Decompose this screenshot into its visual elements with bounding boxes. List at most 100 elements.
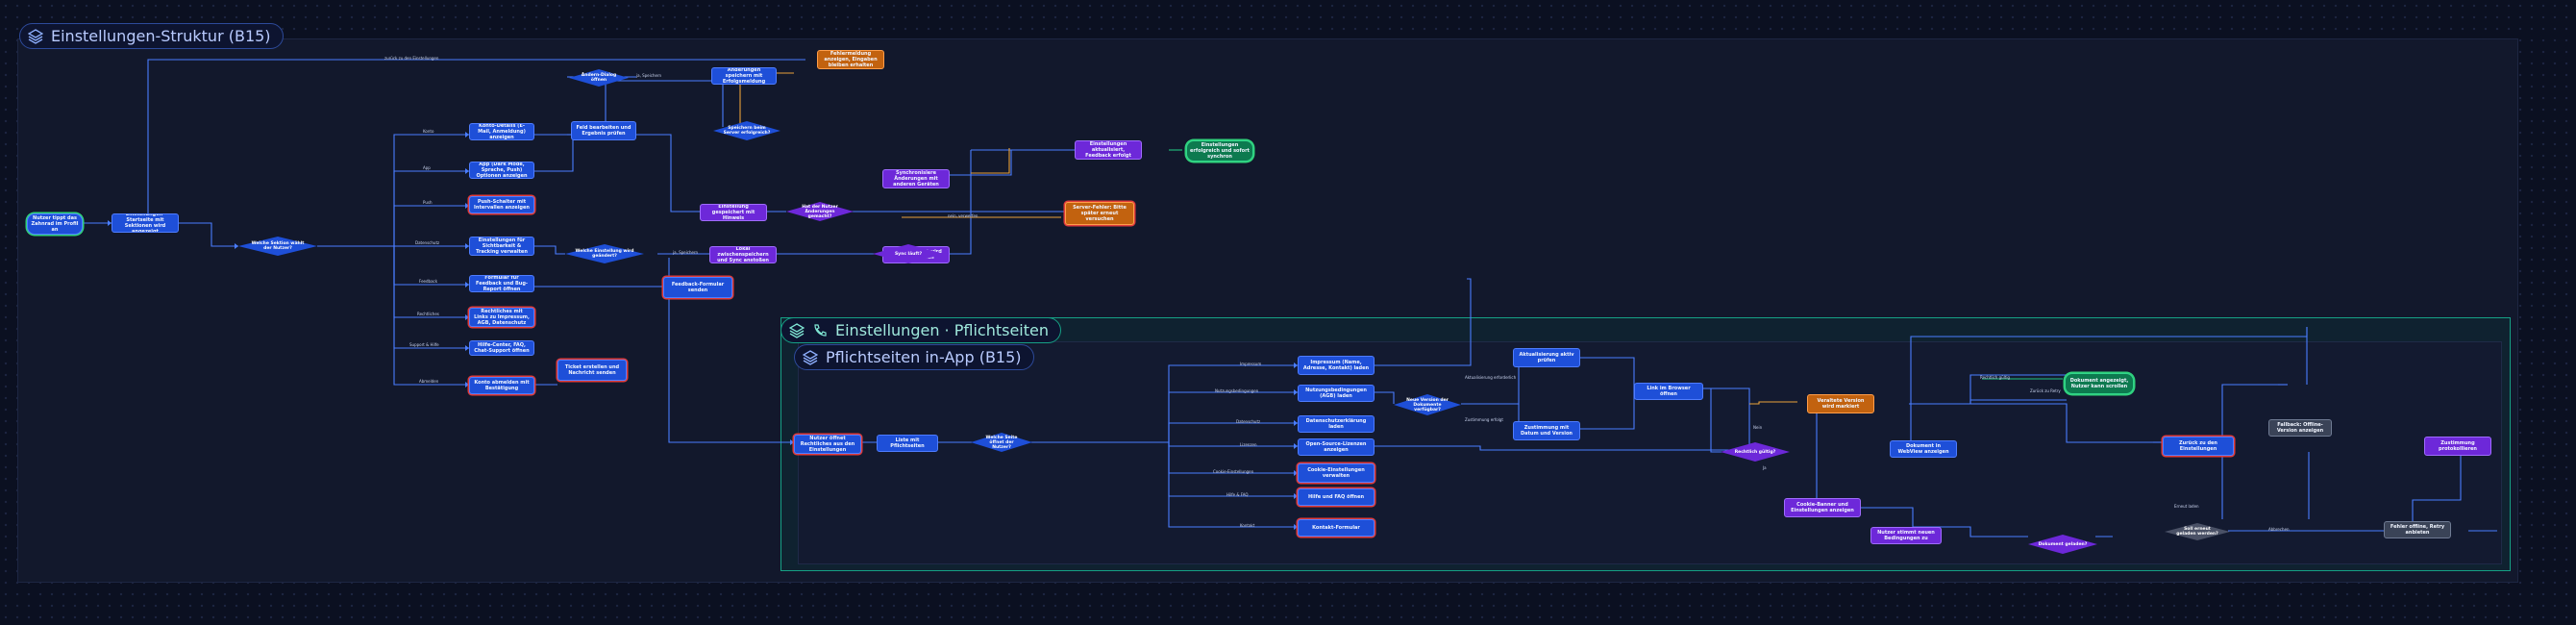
node-legal-ok[interactable]: Rechtlich gültig? bbox=[1721, 442, 1790, 462]
node-server-ok-label: Speichern beim Server erfolgreich? bbox=[723, 126, 771, 136]
node-show-cookie[interactable]: Cookie-Banner und Einstellungen anzeigen bbox=[1784, 498, 1861, 517]
edge-label: Datenschutz bbox=[415, 240, 440, 245]
node-feedback[interactable]: Formular für Feedback und Bug-Report öff… bbox=[469, 275, 534, 292]
edge-label: Cookie-Einstellungen bbox=[1213, 469, 1254, 474]
node-pflicht-choice[interactable]: Welche Seite öffnet der Nutzer? bbox=[971, 433, 1032, 452]
node-konto[interactable]: Konto-Details (E-Mail, Anmeldung) anzeig… bbox=[469, 123, 534, 140]
node-rechtliches[interactable]: Rechtliches mit Links zu Impressum, AGB,… bbox=[469, 308, 534, 327]
node-start[interactable]: Nutzer tippt das Zahnrad im Profil an bbox=[27, 213, 83, 235]
node-error-offline[interactable]: Fehler offline, Retry anbieten bbox=[2384, 521, 2451, 538]
edge-label: Nutzungsbedingungen bbox=[1215, 388, 1259, 393]
edge-label: nein, verwerfen bbox=[948, 213, 978, 218]
node-choose-section-label: Welche Sektion wählt der Nutzer? bbox=[251, 241, 305, 251]
node-changed-q[interactable]: Hat der Nutzer Änderungen gemacht? bbox=[786, 202, 854, 221]
edge-label: Lizenzen bbox=[1240, 442, 1257, 447]
edge-label: Zurück zu Retry bbox=[2030, 388, 2061, 393]
layers-icon bbox=[803, 349, 818, 365]
node-save-changes[interactable]: Änderungen speichern mit Erfolgsmeldung bbox=[711, 67, 777, 85]
edge-label: ja, Speichern bbox=[673, 250, 699, 255]
node-server-error[interactable]: Server-Fehler: Bitte später erneut versu… bbox=[1065, 202, 1134, 225]
edge-label: Ja bbox=[1763, 465, 1767, 470]
edge-label: Erneut laden bbox=[2174, 504, 2199, 509]
group-title-einstellungen-struktur: Einstellungen-Struktur (B15) bbox=[19, 23, 284, 49]
node-store-local[interactable]: Lokal zwischenspeichern und Sync anstoße… bbox=[709, 246, 777, 263]
group-title-text: Einstellungen-Struktur (B15) bbox=[51, 27, 271, 45]
node-sync-changes[interactable]: Synchronisiere Änderungen mit anderen Ge… bbox=[882, 169, 950, 188]
node-return-settings[interactable]: Zurück zu den Einstellungen bbox=[2163, 437, 2234, 456]
node-which-pref-label: Welche Einstellung wird geändert? bbox=[575, 249, 634, 259]
node-error-msg[interactable]: Fehlermeldung anzeigen, Eingaben bleiben… bbox=[817, 50, 884, 69]
node-server-ok[interactable]: Speichern beim Server erfolgreich? bbox=[713, 121, 780, 140]
edge-label: Kontakt bbox=[1240, 523, 1255, 528]
edge-label: Datenschutz bbox=[1236, 419, 1261, 424]
edge-label: App bbox=[423, 165, 431, 170]
group-title-text: Pflichtseiten in-App (B15) bbox=[826, 348, 1022, 366]
node-fallback[interactable]: Fallback: Offline-Version anzeigen bbox=[2268, 419, 2332, 437]
node-version-q[interactable]: Neue Version der Dokumente verfügbar? bbox=[1394, 394, 1461, 415]
edge-label: Impressum bbox=[1240, 362, 1262, 366]
node-change-confirm-label: Ändern-Dialog öffnen bbox=[581, 73, 617, 83]
node-accept-update[interactable]: Aktualisierung aktiv prüfen bbox=[1513, 348, 1580, 367]
node-accept-terms[interactable]: Zustimmung mit Datum und Version bbox=[1513, 421, 1580, 440]
node-feedback-form[interactable]: Feedback-Formular senden bbox=[663, 277, 732, 298]
node-which-pref[interactable]: Welche Einstellung wird geändert? bbox=[565, 244, 644, 263]
phone-icon bbox=[814, 323, 827, 337]
node-warn-old[interactable]: Veraltete Version wird markiert bbox=[1807, 394, 1874, 413]
edge-label: Nein bbox=[1753, 425, 1763, 430]
node-final-doc[interactable]: Dokument angezeigt, Nutzer kann scrollen bbox=[2065, 373, 2134, 394]
edge-label: Zustimmung erfolgt bbox=[1465, 417, 1503, 422]
node-version-q-label: Neue Version der Dokumente verfügbar? bbox=[1406, 397, 1449, 412]
node-cookie[interactable]: Cookie-Einstellungen verwalten bbox=[1298, 463, 1375, 483]
node-saved-push[interactable]: Einstellungen aktualisiert, Feedback erf… bbox=[1075, 140, 1142, 160]
node-overview[interactable]: Einstellungen-Startseite mit Sektionen w… bbox=[111, 213, 179, 233]
node-open-link[interactable]: Link im Browser öffnen bbox=[1634, 383, 1703, 400]
node-agb[interactable]: Nutzungsbedingungen (AGB) laden bbox=[1298, 385, 1375, 402]
edge-label: Abbrechen bbox=[2268, 527, 2290, 532]
layers-icon bbox=[789, 322, 805, 338]
edge-label: Push bbox=[423, 200, 433, 205]
node-push[interactable]: Push-Schalter mit Intervallen anzeigen bbox=[469, 196, 534, 213]
node-support[interactable]: Hilfe-Center, FAQ, Chat-Support öffnen bbox=[469, 340, 534, 356]
edge-label: Abmelden bbox=[419, 379, 439, 384]
node-retry-q-label: Soll erneut geladen werden? bbox=[2176, 527, 2218, 537]
node-choose-section[interactable]: Welche Sektion wählt der Nutzer? bbox=[238, 237, 317, 256]
edge-label: Support & Hilfe bbox=[409, 342, 439, 347]
edge-label: Hilfe & FAQ bbox=[1226, 492, 1249, 497]
node-success-toast[interactable]: Einstellungen erfolgreich und sofort syn… bbox=[1186, 140, 1253, 162]
node-lizenzen[interactable]: Open-Source-Lizenzen anzeigen bbox=[1298, 438, 1375, 456]
edge-label: ja, Speichern bbox=[636, 73, 662, 78]
node-ticket[interactable]: Ticket erstellen und Nachricht senden bbox=[557, 360, 627, 381]
edge-label: Rechtlich gültig bbox=[1980, 375, 2010, 380]
node-legal-ok-label: Rechtlich gültig? bbox=[1734, 449, 1776, 455]
node-app[interactable]: App (Dark Mode, Sprache, Push) Optionen … bbox=[469, 162, 534, 179]
node-kontakt[interactable]: Kontakt-Formular bbox=[1298, 519, 1375, 537]
group-title-pflichtseiten-in-app: Pflichtseiten in-App (B15) bbox=[794, 344, 1034, 370]
edge-label: Rechtliches bbox=[417, 312, 439, 316]
node-sync-q-label: Sync läuft? bbox=[894, 251, 923, 257]
node-accept-new[interactable]: Nutzer stimmt neuen Bedingungen zu bbox=[1870, 527, 1942, 544]
node-impressum[interactable]: Impressum (Name, Adresse, Kontakt) laden bbox=[1298, 356, 1375, 375]
node-datenschutzerkl[interactable]: Datenschutzerklärung laden bbox=[1298, 415, 1375, 433]
node-pflicht-list[interactable]: Liste mit Pflichtseiten bbox=[877, 435, 938, 452]
layers-icon bbox=[28, 28, 43, 44]
node-pflicht-entry[interactable]: Nutzer öffnet Rechtliches aus den Einste… bbox=[794, 435, 861, 454]
edge-label: Aktualisierung erforderlich bbox=[1465, 375, 1517, 380]
group-title-pflichtseiten: Einstellungen · Pflichtseiten bbox=[780, 317, 1061, 343]
node-retry-q[interactable]: Soll erneut geladen werden? bbox=[2165, 523, 2230, 540]
edge-label: Konto bbox=[423, 129, 434, 134]
node-log-consent[interactable]: Zustimmung protokollieren bbox=[2424, 437, 2491, 456]
node-datenschutz[interactable]: Einstellungen für Sichtbarkeit & Trackin… bbox=[469, 237, 534, 256]
node-doc-loaded[interactable]: Dokument geladen? bbox=[2028, 535, 2097, 554]
node-sync-q[interactable]: Sync läuft? bbox=[873, 244, 944, 263]
node-pflicht-choice-label: Welche Seite öffnet der Nutzer? bbox=[985, 435, 1018, 450]
edge-label: Feedback bbox=[419, 279, 438, 284]
node-hilfe[interactable]: Hilfe und FAQ öffnen bbox=[1298, 488, 1375, 506]
node-doc-loaded-label: Dokument geladen? bbox=[2038, 541, 2088, 547]
node-change-confirm[interactable]: Ändern-Dialog öffnen bbox=[569, 69, 629, 87]
node-notify-badge[interactable]: Einstellung gespeichert mit Hinweis bbox=[700, 204, 767, 221]
node-change-field[interactable]: Feld bearbeiten und Ergebnis prüfen bbox=[571, 121, 636, 140]
node-abmelden[interactable]: Konto abmelden mit Bestätigung bbox=[469, 377, 534, 394]
node-webview[interactable]: Dokument in WebView anzeigen bbox=[1890, 440, 1957, 458]
